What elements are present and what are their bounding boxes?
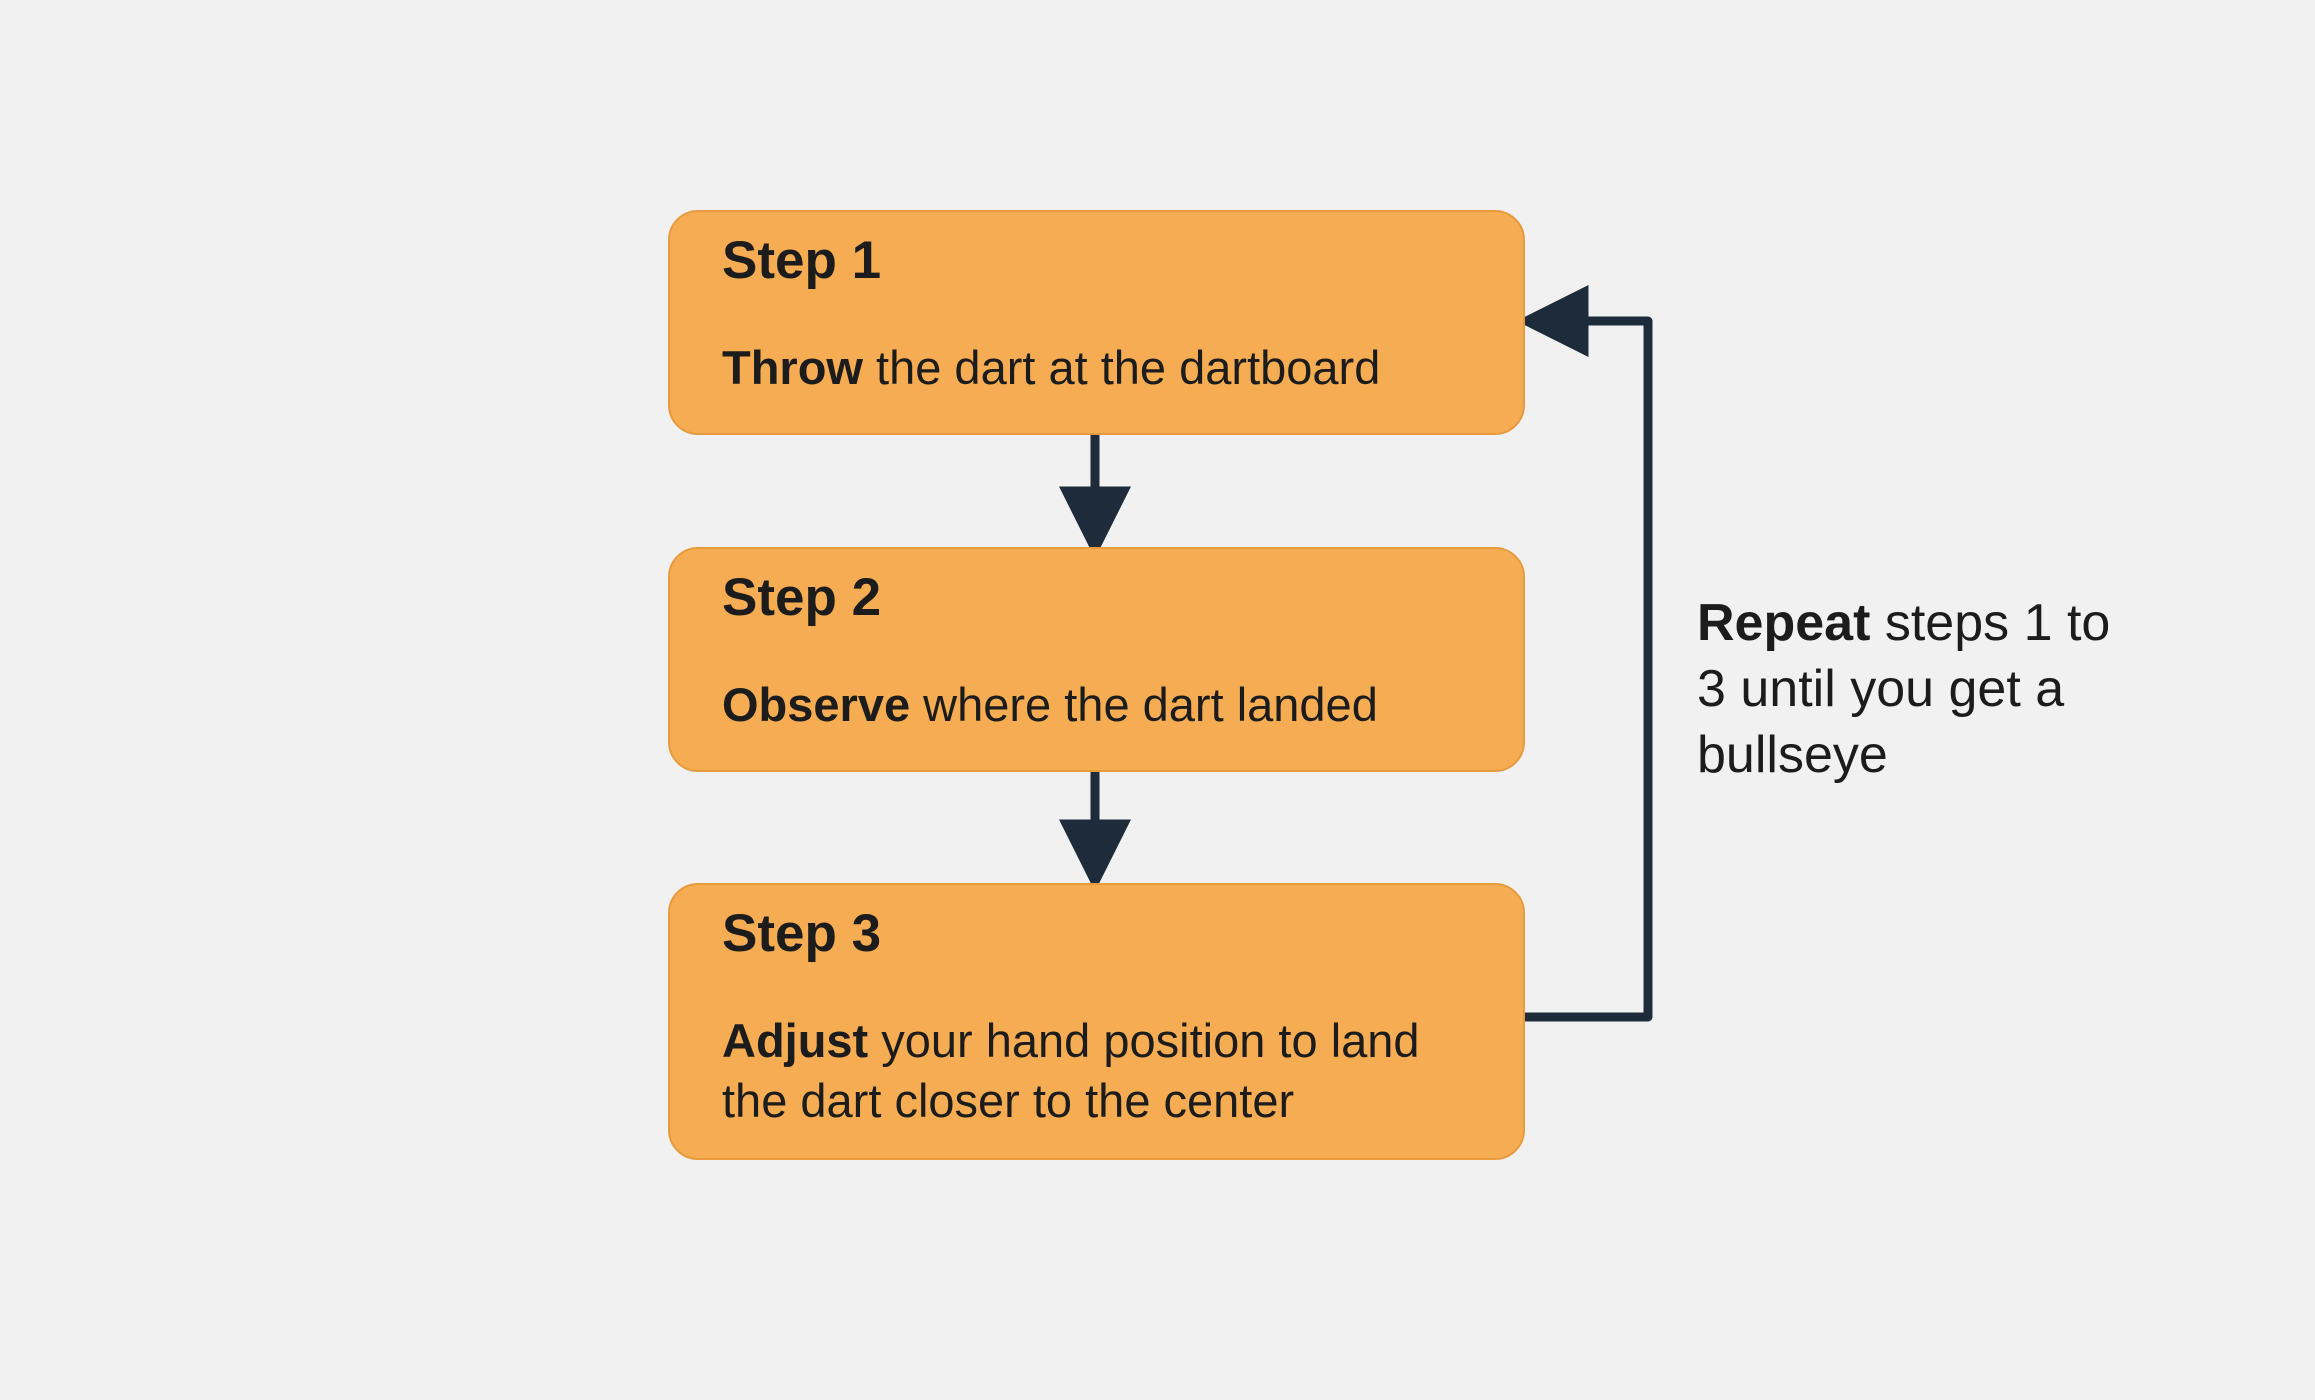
step-2-title: Step 2 [722,568,882,627]
step-2-verb: Observe [722,678,911,731]
step-3-description: Adjust your hand position to land the da… [722,1011,1471,1131]
step-3-title: Step 3 [722,904,882,963]
step-1-rest: the dart at the dartboard [862,341,1381,394]
step-1-verb: Throw [722,341,863,394]
step-3-verb: Adjust [722,1014,869,1067]
step-3-box: Step 3 Adjust your hand position to land… [668,883,1525,1160]
step-3-rest: your hand position to land the dart clos… [722,1014,1420,1127]
step-2-description: Observe where the dart landed [722,675,1471,735]
step-1-title: Step 1 [722,231,882,290]
repeat-note: Repeat steps 1 to 3 until you get a bull… [1697,590,2117,788]
step-2-box: Step 2 Observe where the dart landed [668,547,1525,772]
repeat-rest: steps 1 to 3 until you get a bullseye [1697,594,2111,784]
loop-back-arrow [1516,285,1653,1022]
step-2-rest: where the dart landed [910,678,1378,731]
step-1-box: Step 1 Throw the dart at the dartboard [668,210,1525,435]
step-1-description: Throw the dart at the dartboard [722,338,1471,398]
repeat-verb: Repeat [1697,594,1871,652]
